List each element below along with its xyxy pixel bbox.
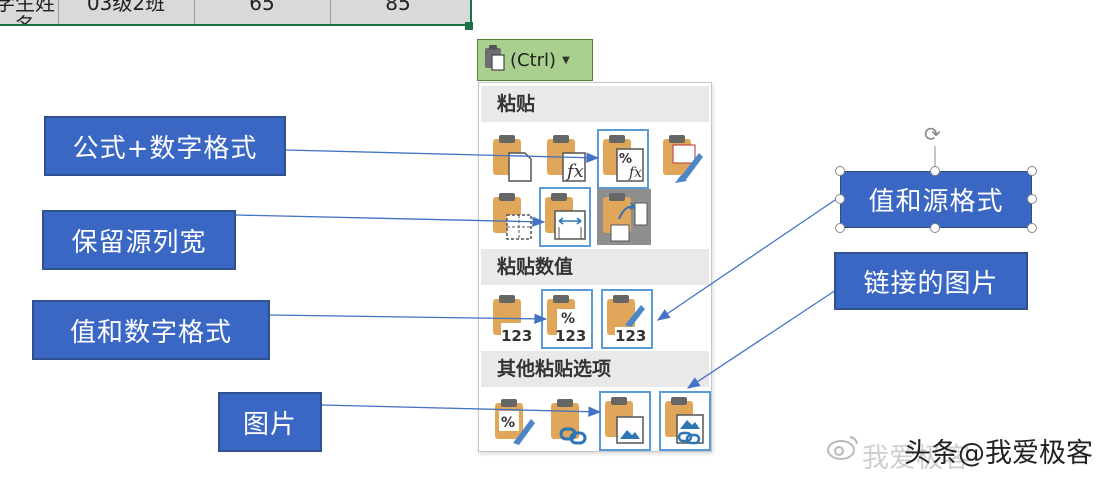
transpose-icon[interactable] <box>597 189 651 245</box>
values-icon[interactable]: 123 <box>489 291 535 347</box>
paste-options-button[interactable]: (Ctrl) ▼ <box>477 39 593 81</box>
svg-text:%: % <box>501 415 515 431</box>
callout-value-number[interactable]: 值和数字格式 <box>32 300 270 360</box>
values-and-number-format-icon[interactable]: % 123 <box>541 289 593 349</box>
callout-formula-number[interactable]: 公式+数字格式 <box>44 116 286 176</box>
paste-options-label: (Ctrl) <box>510 49 557 71</box>
cell-student-name[interactable]: 学生姓名 <box>0 0 59 24</box>
svg-text:fx: fx <box>565 161 584 182</box>
cell-score-2[interactable]: 85 <box>385 0 411 15</box>
callout-value-source-format[interactable]: 值和源格式 <box>840 171 1032 228</box>
watermark: 我爱极客 头条@我爱极客 <box>826 432 1093 474</box>
arrow-value-source <box>656 197 839 321</box>
linked-picture-icon[interactable] <box>659 391 711 451</box>
resize-handle-t[interactable] <box>930 166 940 176</box>
svg-text:123: 123 <box>501 327 532 345</box>
section-paste-header: 粘贴 <box>481 86 709 122</box>
svg-text:123: 123 <box>555 327 586 345</box>
resize-handle-tr[interactable] <box>1027 166 1037 176</box>
paste-link-icon[interactable] <box>547 395 593 451</box>
resize-handle-r[interactable] <box>1027 194 1037 204</box>
resize-handle-b[interactable] <box>930 223 940 233</box>
spreadsheet-row: 学生姓名 03级2班 65 85 <box>0 0 472 26</box>
paste-options-menu: 粘贴 fx % fx <box>478 82 712 452</box>
rotate-handle-icon[interactable]: ⟳ <box>924 122 941 146</box>
callout-picture[interactable]: 图片 <box>218 392 322 452</box>
svg-text:fx: fx <box>628 165 642 181</box>
section-paste-values-header: 粘贴数值 <box>481 249 709 285</box>
section-other-paste-header: 其他粘贴选项 <box>481 351 709 387</box>
svg-text:123: 123 <box>615 327 646 345</box>
svg-text:%: % <box>619 152 632 167</box>
values-and-source-formatting-icon[interactable]: 123 <box>601 289 653 349</box>
arrow-value-number <box>269 313 548 325</box>
formatting-icon[interactable]: % <box>491 395 537 451</box>
arrow-col-width <box>235 214 546 227</box>
arrow-picture <box>321 404 602 417</box>
keep-source-column-widths-icon[interactable] <box>539 187 591 247</box>
arrow-formula-number <box>285 149 600 163</box>
paste-icon[interactable] <box>489 131 535 187</box>
watermark-text: 头条@我爱极客 <box>904 437 1093 469</box>
resize-handle-l[interactable] <box>835 194 845 204</box>
picture-icon[interactable] <box>599 391 651 451</box>
watermark-ghost: 我爱极客 <box>862 443 970 474</box>
keep-source-formatting-icon[interactable] <box>659 131 705 187</box>
no-borders-icon[interactable] <box>489 189 535 245</box>
fill-handle[interactable] <box>465 22 473 30</box>
chevron-down-icon: ▼ <box>562 54 570 66</box>
resize-handle-tl[interactable] <box>835 166 845 176</box>
weibo-logo-icon <box>826 433 860 468</box>
svg-text:%: % <box>561 311 575 327</box>
callout-linked-picture[interactable]: 链接的图片 <box>834 252 1028 310</box>
clipboard-icon <box>484 44 506 76</box>
resize-handle-br[interactable] <box>1027 223 1037 233</box>
arrow-linked-picture <box>686 289 837 389</box>
cell-score-1[interactable]: 65 <box>194 0 331 24</box>
formulas-and-number-format-icon[interactable]: % fx <box>597 129 649 189</box>
cell-class[interactable]: 03级2班 <box>58 0 195 24</box>
callout-keep-column-width[interactable]: 保留源列宽 <box>42 210 236 270</box>
resize-handle-bl[interactable] <box>835 223 845 233</box>
